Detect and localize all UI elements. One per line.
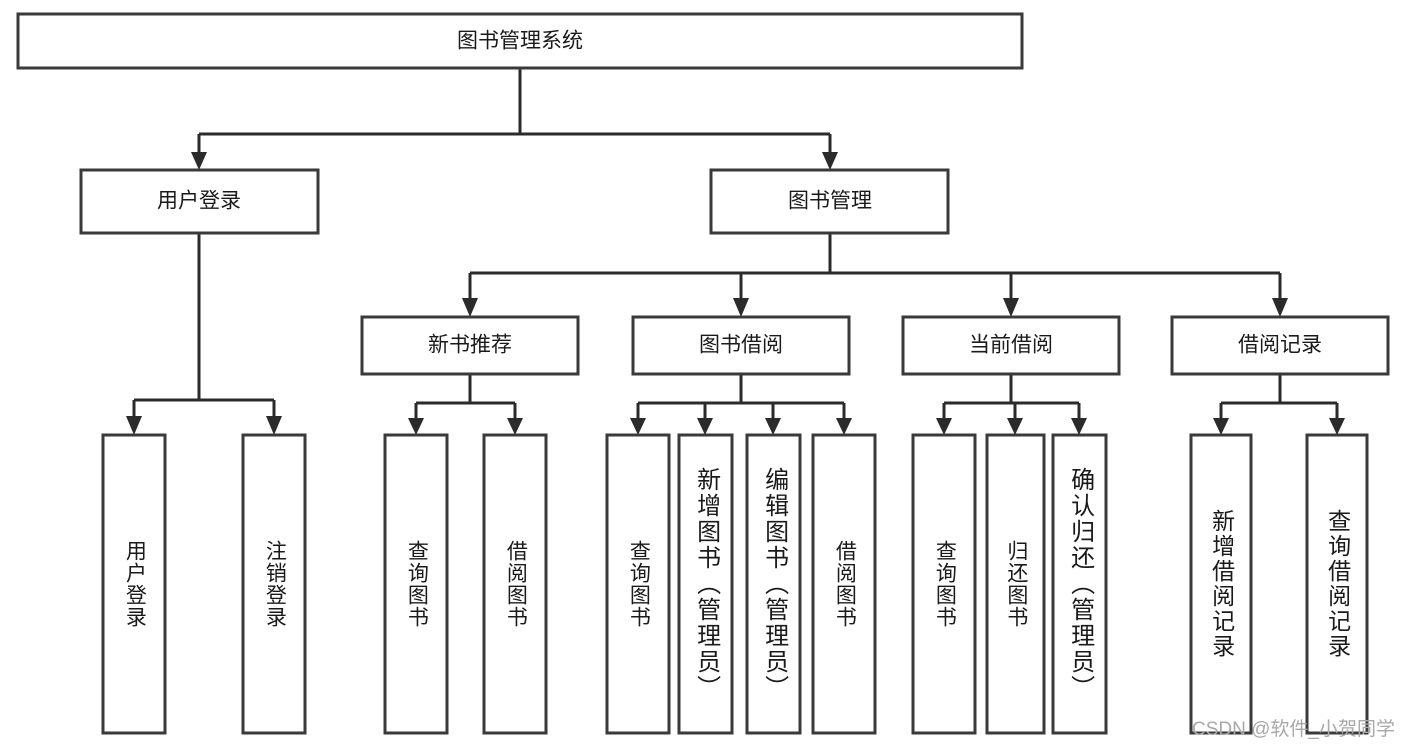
arrowhead-leaf-borrow-book-2 [836,418,852,435]
arrowhead-book-borrow [733,298,749,317]
node-book-manage[interactable]: 图书管理 [709,168,950,235]
node-book-manage-label: 图书管理 [788,190,872,213]
node-new-book-rec[interactable]: 新书推荐 [360,315,580,376]
leaf-box-user-login[interactable] [101,433,167,735]
leaf-box-return-book[interactable] [985,433,1046,735]
connector-group-book-borrow [630,374,852,435]
arrowhead-leaf-confirm-return [1071,418,1087,435]
leaf-box-query-book-3[interactable] [911,433,977,735]
watermark-text: CSDN @软件_小贺同学 [1192,719,1395,740]
arrowhead-new-book-rec [462,298,478,317]
arrowhead-leaf-user-login [126,416,142,435]
leaf-box-query-book-1[interactable] [383,433,449,735]
leaf-box-add-book[interactable] [677,433,734,735]
arrowhead-book-manage [822,152,838,170]
arrowhead-user-login [191,152,207,170]
node-book-borrow[interactable]: 图书借阅 [631,315,851,376]
arrowhead-leaf-add-record [1213,418,1229,435]
arrowhead-leaf-user-logout [266,416,282,435]
arrowhead-current-borrow [1003,298,1019,317]
node-borrow-record-box[interactable] [1170,315,1390,376]
arrowhead-leaf-query-book-2 [630,418,646,435]
node-book-manage-box[interactable] [709,168,950,235]
node-current-borrow-label: 当前借阅 [969,334,1053,357]
node-book-borrow-box[interactable] [631,315,851,376]
node-root[interactable]: 图书管理系统 [16,12,1024,70]
node-root-label: 图书管理系统 [457,30,583,53]
leaf-box-borrow-book-1[interactable] [482,433,548,735]
node-user-login[interactable]: 用户登录 [79,168,320,235]
leaf-box-add-record[interactable] [1189,433,1253,735]
leaf-box-query-record[interactable] [1305,433,1369,735]
connector-group-borrow-record [1213,374,1345,435]
node-borrow-record[interactable]: 借阅记录 [1170,315,1390,376]
leaf-box-user-logout[interactable] [241,433,307,735]
arrowhead-leaf-borrow-book-1 [507,418,523,435]
leaf-box-borrow-book-2[interactable] [811,433,877,735]
arrowhead-leaf-query-book-3 [936,418,952,435]
node-current-borrow[interactable]: 当前借阅 [901,315,1121,376]
arrowhead-leaf-query-book-1 [408,418,424,435]
leaf-box-confirm-return[interactable] [1051,433,1108,735]
node-borrow-record-label: 借阅记录 [1238,334,1322,357]
node-user-login-box[interactable] [79,168,320,235]
node-user-login-label: 用户登录 [157,190,241,213]
arrowhead-leaf-edit-book [765,418,781,435]
arrowhead-leaf-query-record [1329,418,1345,435]
node-current-borrow-box[interactable] [901,315,1121,376]
node-root-box[interactable] [16,12,1024,70]
leaf-box-query-book-2[interactable] [605,433,671,735]
connector-group-book-manage [462,233,1288,317]
connector-group-current-borrow [936,374,1087,435]
leaf-box-edit-book[interactable] [745,433,802,735]
node-new-book-rec-label: 新书推荐 [428,334,512,357]
node-new-book-rec-box[interactable] [360,315,580,376]
connector-group-new-book-rec [408,374,523,435]
connector-group-root [191,68,838,170]
connector-group-user-login [126,233,282,435]
leaf-box-group [101,433,1369,735]
arrowhead-borrow-record [1272,298,1288,317]
arrowhead-leaf-return-book [1007,418,1023,435]
arrowhead-leaf-add-book [697,418,713,435]
node-book-borrow-label: 图书借阅 [699,334,783,357]
